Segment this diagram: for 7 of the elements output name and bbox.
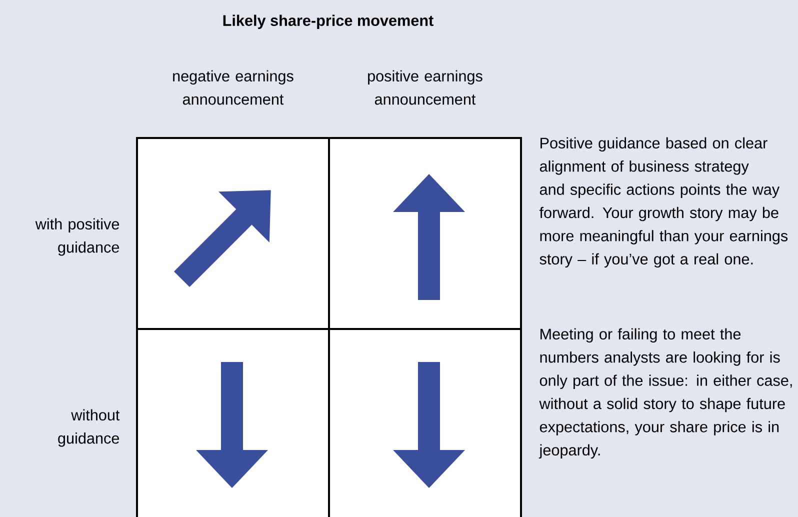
- column-header: negative earnings announcement: [173, 70, 294, 105]
- row-header: without guidance: [58, 409, 120, 447]
- title: Likely share-price movement: [223, 14, 434, 29]
- row-header: with positive guidance: [35, 218, 120, 256]
- column-header: positive earnings announcement: [368, 70, 482, 105]
- description-text: Meeting or failing to meet the numbers analysts are looking for is only part of the issue: in either case, without a solid story to shape future expectations, your share price is in jeopardy.: [538, 328, 792, 459]
- description-text: Positive guidance based on clear alignment of business strategy and specific actions points the way forward. Your growth story may be more meaningful than your earnings story – if you’ve got a real one.: [539, 137, 788, 268]
